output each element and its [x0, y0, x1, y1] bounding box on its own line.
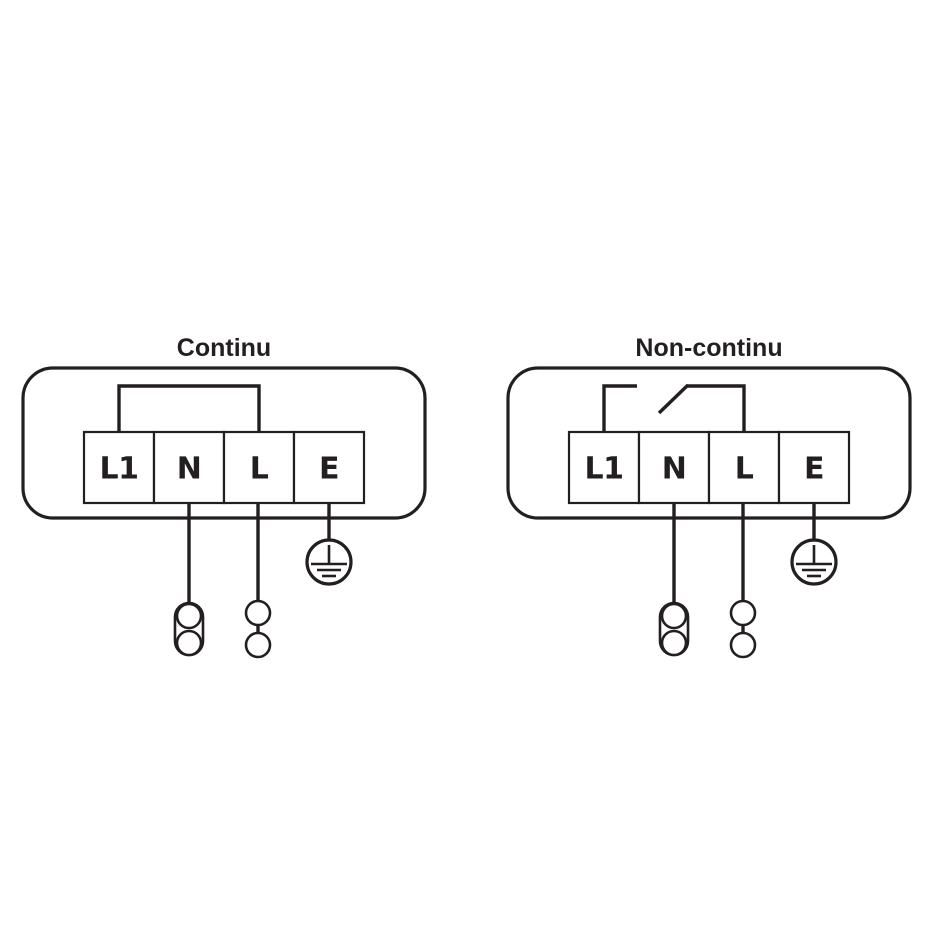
terminal-label-l1-continu: L1: [100, 452, 139, 487]
capsule-circle-bottom-continu: [175, 629, 203, 657]
switch-blade-non-continu[interactable]: [657, 383, 690, 415]
circle-pair-top-non-continu: [729, 599, 757, 627]
jumper-link-continu: [117, 384, 261, 432]
capsule-circle-top-non-continu: [660, 602, 688, 630]
terminal-label-n-non-continu: N: [662, 452, 687, 487]
neutral-connector-continu[interactable]: [173, 601, 205, 657]
terminal-cell-n-continu[interactable]: [152, 430, 226, 505]
capsule-circle-bottom-non-continu: [660, 629, 688, 657]
diagram-continu: Continu L1 N L E: [21, 334, 427, 659]
terminal-label-l1-non-continu: L1: [585, 452, 624, 487]
terminal-cell-l1-continu[interactable]: [82, 430, 156, 505]
live-connector-continu[interactable]: [244, 599, 272, 659]
terminal-cell-e-continu[interactable]: [292, 430, 366, 505]
diagram-title-continu: Continu: [177, 334, 271, 362]
ground-symbol-continu: [305, 538, 353, 586]
neutral-connector-non-continu[interactable]: [658, 601, 690, 657]
terminal-block-non-continu: L1 N L E: [567, 430, 851, 505]
terminal-label-l-non-continu: L: [735, 452, 754, 487]
switch-right-contact-non-continu: [687, 384, 746, 432]
terminal-cell-l1-non-continu[interactable]: [567, 430, 641, 505]
circle-pair-bottom-non-continu: [729, 631, 757, 659]
terminal-block-continu: L1 N L E: [82, 430, 366, 505]
terminal-label-n-continu: N: [177, 452, 202, 487]
live-connector-non-continu[interactable]: [729, 599, 757, 659]
ground-symbol-non-continu: [790, 538, 838, 586]
capsule-circle-top-continu: [175, 602, 203, 630]
terminal-cell-e-non-continu[interactable]: [777, 430, 851, 505]
diagram-non-continu: Non-continu L1 N L E: [506, 334, 912, 659]
terminal-cell-l-non-continu[interactable]: [707, 430, 781, 505]
circle-pair-bottom-continu: [244, 631, 272, 659]
diagram-title-non-continu: Non-continu: [635, 334, 782, 362]
terminal-label-e-continu: E: [319, 452, 339, 487]
terminal-label-e-non-continu: E: [804, 452, 824, 487]
terminal-label-l-continu: L: [250, 452, 269, 487]
circle-pair-top-continu: [244, 599, 272, 627]
terminal-cell-l-continu[interactable]: [222, 430, 296, 505]
switch-left-contact-non-continu: [602, 384, 637, 432]
